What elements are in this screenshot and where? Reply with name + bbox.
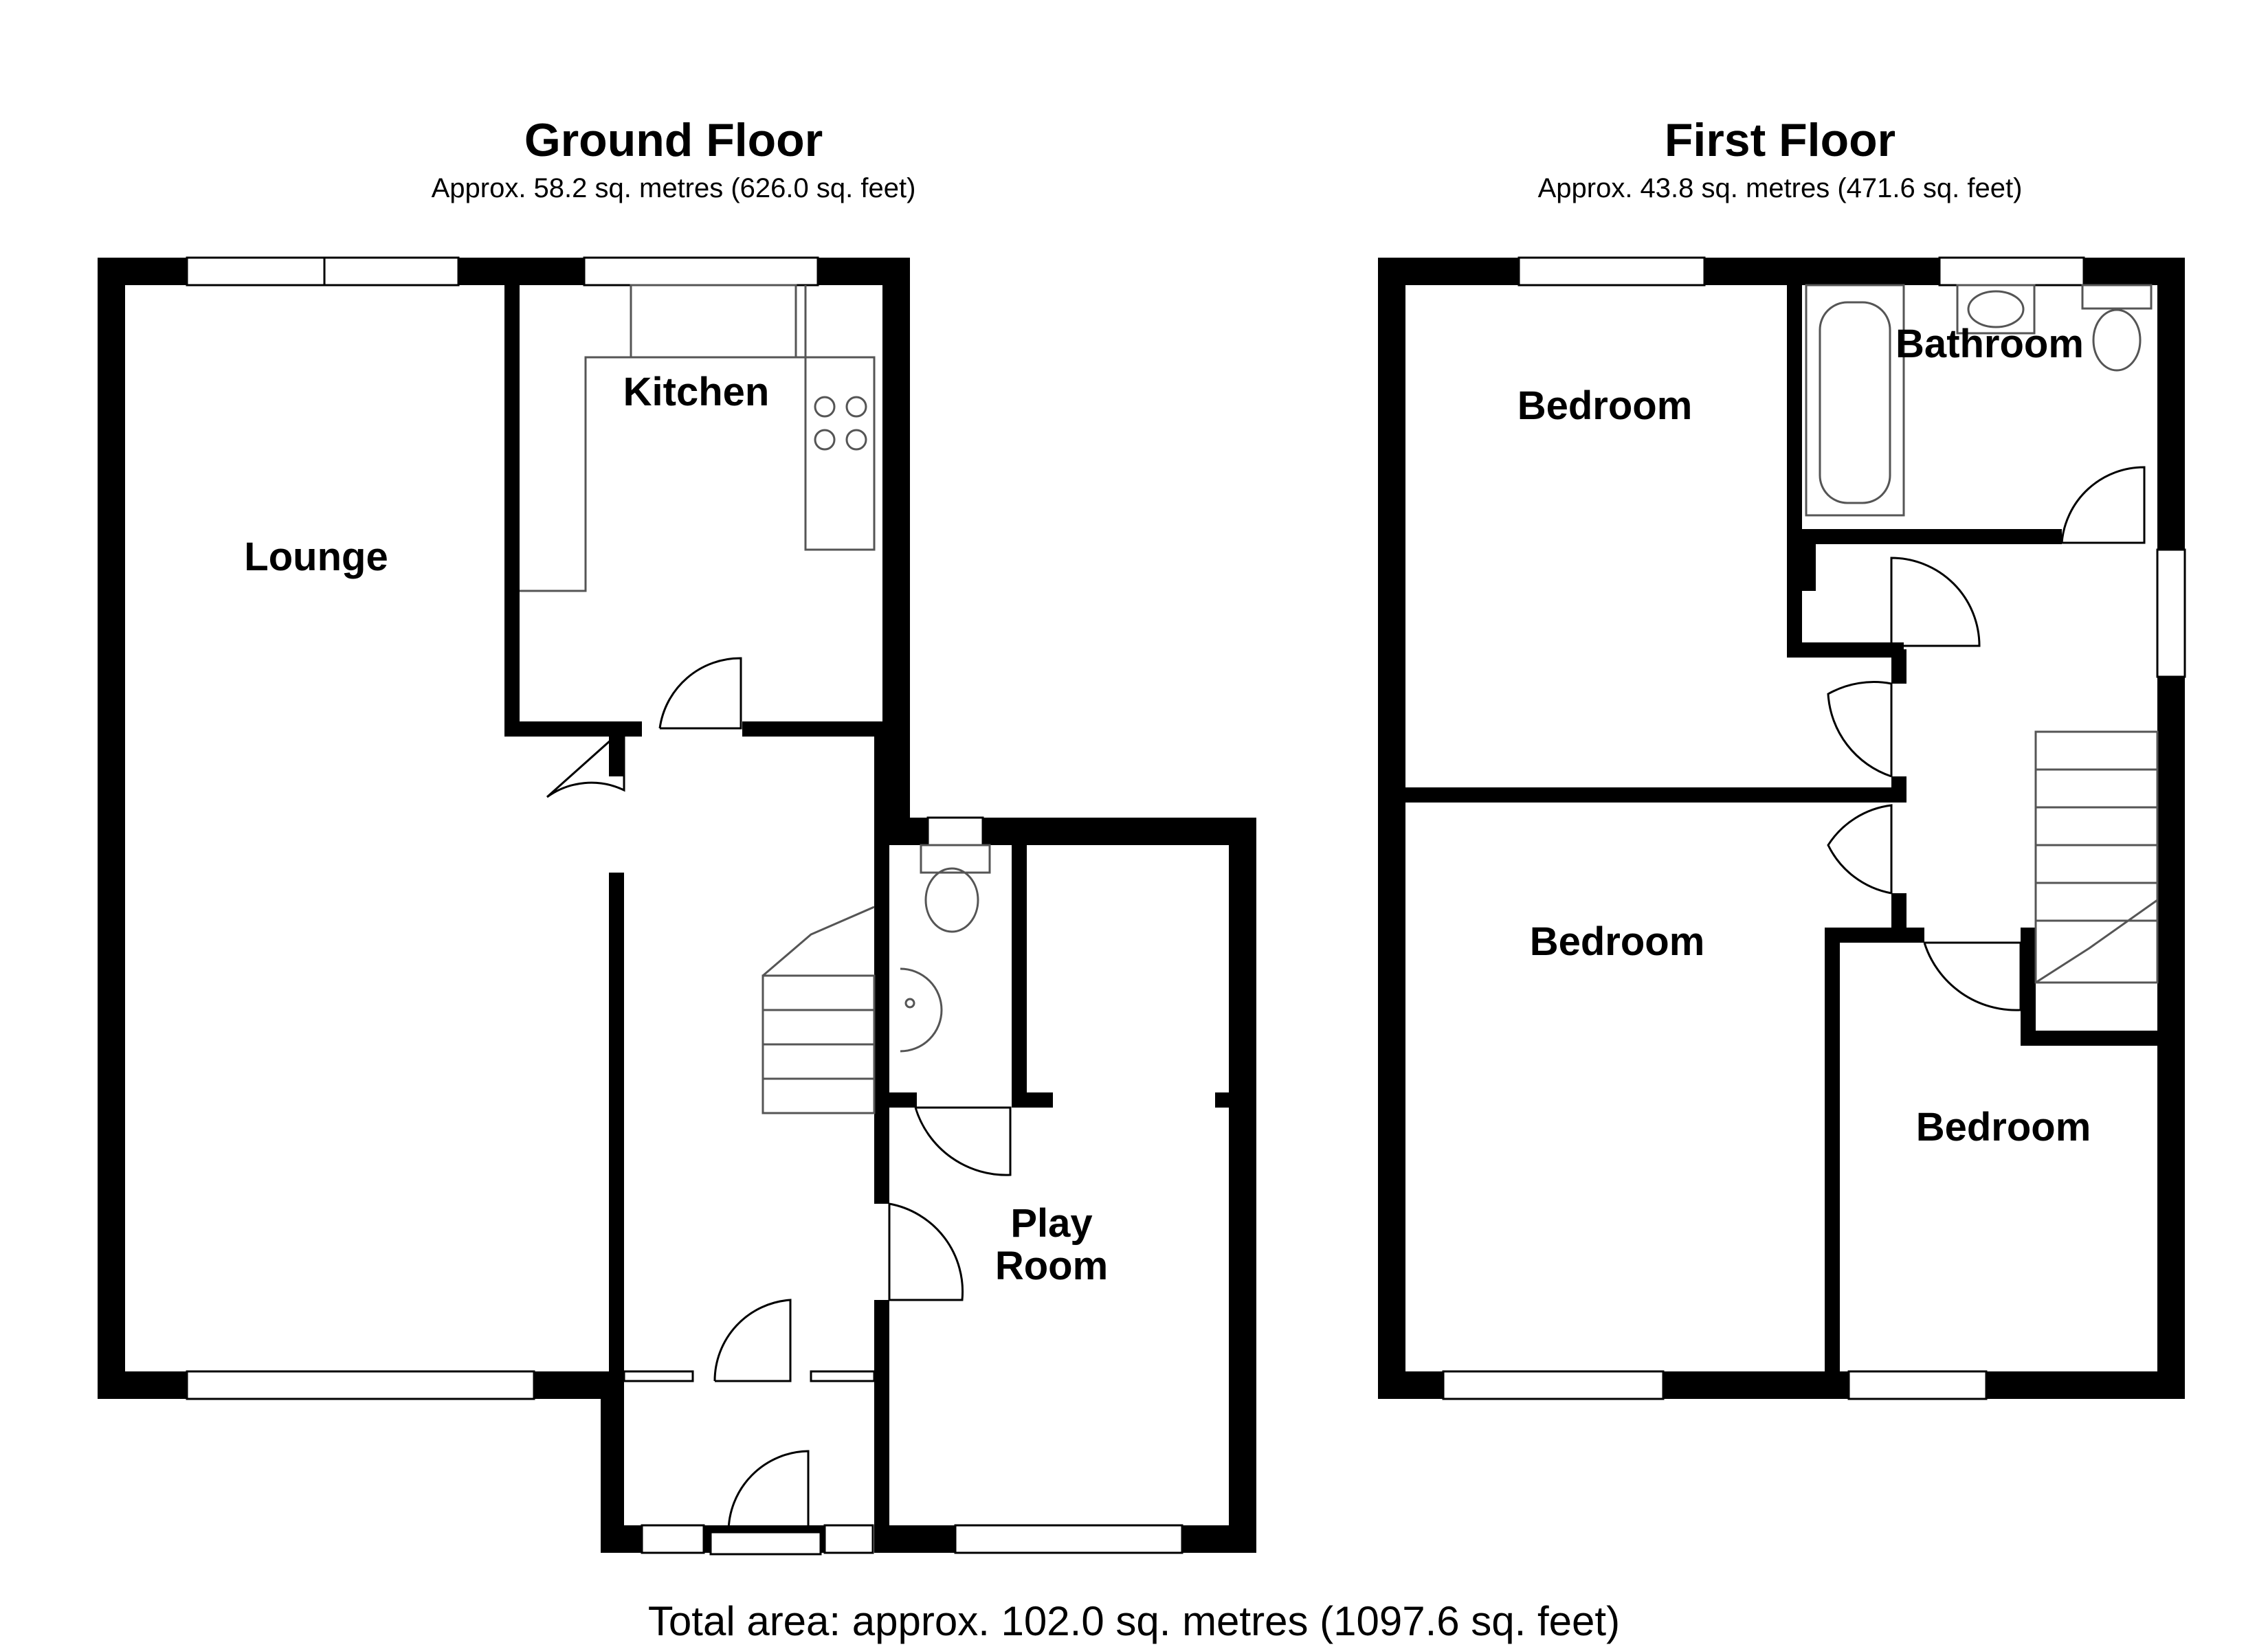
first-floor-fixtures <box>1805 284 2159 984</box>
first-floor-header: First Floor Approx. 43.8 sq. metres (471… <box>1526 117 2034 204</box>
room-label-play-room-line1: Play <box>1010 1201 1092 1246</box>
room-label-play-room-line2: Room <box>995 1244 1108 1288</box>
ground-floor-doors <box>546 657 1012 1534</box>
ground-floor-header: Ground Floor Approx. 58.2 sq. metres (62… <box>426 117 921 204</box>
first-floor-area: Approx. 43.8 sq. metres (471.6 sq. feet) <box>1537 173 2023 203</box>
room-label-bedroom-2: Bedroom <box>1530 919 1705 964</box>
ground-floor-windows <box>186 256 1183 1556</box>
total-area: Total area: approx. 102.0 sq. metres (10… <box>647 1598 1621 1644</box>
room-label-bedroom-3: Bedroom <box>1916 1105 2091 1149</box>
room-label-bathroom: Bathroom <box>1895 322 2084 366</box>
ground-floor-fixtures <box>520 284 991 1114</box>
hob-icon <box>814 396 867 451</box>
first-floor-windows <box>1442 256 2186 1400</box>
ground-floor-walls <box>98 258 1256 1553</box>
first-floor-doors <box>1827 466 2146 1011</box>
toilet-icon-first <box>2081 284 2153 372</box>
bath-icon <box>1805 284 1905 517</box>
basin-icon-first <box>1956 284 2036 335</box>
toilet-icon <box>920 844 991 933</box>
room-label-lounge: Lounge <box>244 535 388 579</box>
basin-icon <box>900 967 943 1053</box>
first-floor-room-labels: Bedroom Bathroom Bedroom Bedroom <box>1517 322 2091 1149</box>
room-label-kitchen: Kitchen <box>623 370 770 414</box>
ground-floor-room-labels: Lounge Kitchen Play Room <box>244 370 1108 1288</box>
room-label-bedroom-1: Bedroom <box>1517 383 1693 428</box>
first-floor-walls <box>1378 258 2185 1399</box>
ground-floor-plan: Lounge Kitchen Play Room <box>98 256 1256 1556</box>
ground-floor-area: Approx. 58.2 sq. metres (626.0 sq. feet) <box>431 173 916 203</box>
first-floor-plan: Bedroom Bathroom Bedroom Bedroom <box>1378 256 2186 1400</box>
ground-floor-title: Ground Floor <box>524 114 823 166</box>
first-floor-title: First Floor <box>1664 114 1896 166</box>
